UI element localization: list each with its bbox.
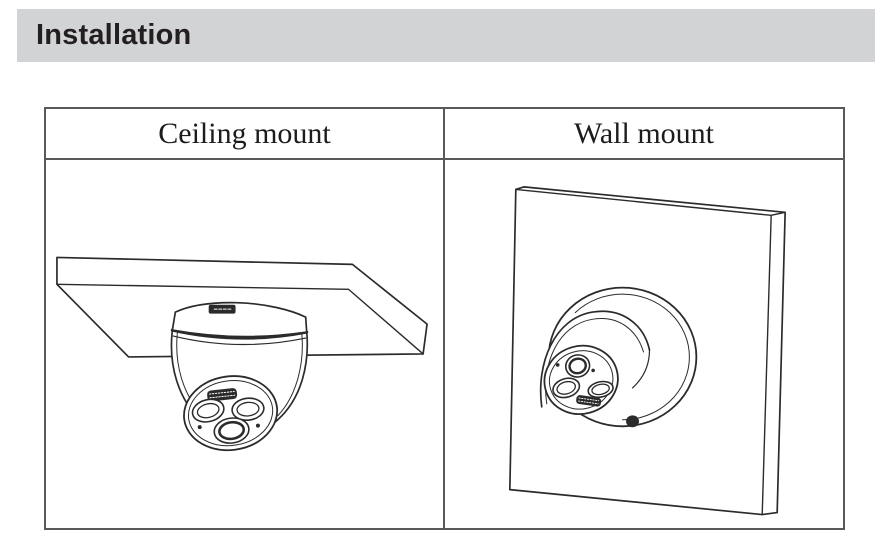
column-header-wall-mount: Wall mount — [573, 116, 715, 150]
camera-lens — [564, 354, 591, 378]
wall-mount-cell — [445, 160, 843, 528]
mount-table-body-row — [46, 160, 843, 528]
ir-led-right — [587, 380, 614, 399]
mount-table-header-row: Ceiling mount Wall mount — [46, 109, 843, 160]
ir-led-left — [552, 377, 581, 399]
ir-led-right — [231, 397, 265, 421]
wall-camera — [539, 286, 698, 428]
mount-table: Ceiling mount Wall mount — [44, 107, 845, 530]
wall-mount-diagram — [508, 186, 786, 516]
camera-lens — [213, 417, 250, 444]
ceiling-mount-cell — [46, 160, 445, 528]
section-header-bar: Installation — [17, 9, 875, 62]
microphone-grille-icon — [576, 395, 602, 407]
ceiling-mount-diagram — [56, 256, 428, 452]
ir-led-left — [191, 398, 225, 423]
column-header-ceiling-mount: Ceiling mount — [46, 109, 445, 158]
ceiling-camera — [170, 301, 309, 452]
microphone-grille-icon — [207, 388, 238, 402]
section-title: Installation — [36, 19, 192, 51]
locking-knob — [626, 415, 640, 428]
